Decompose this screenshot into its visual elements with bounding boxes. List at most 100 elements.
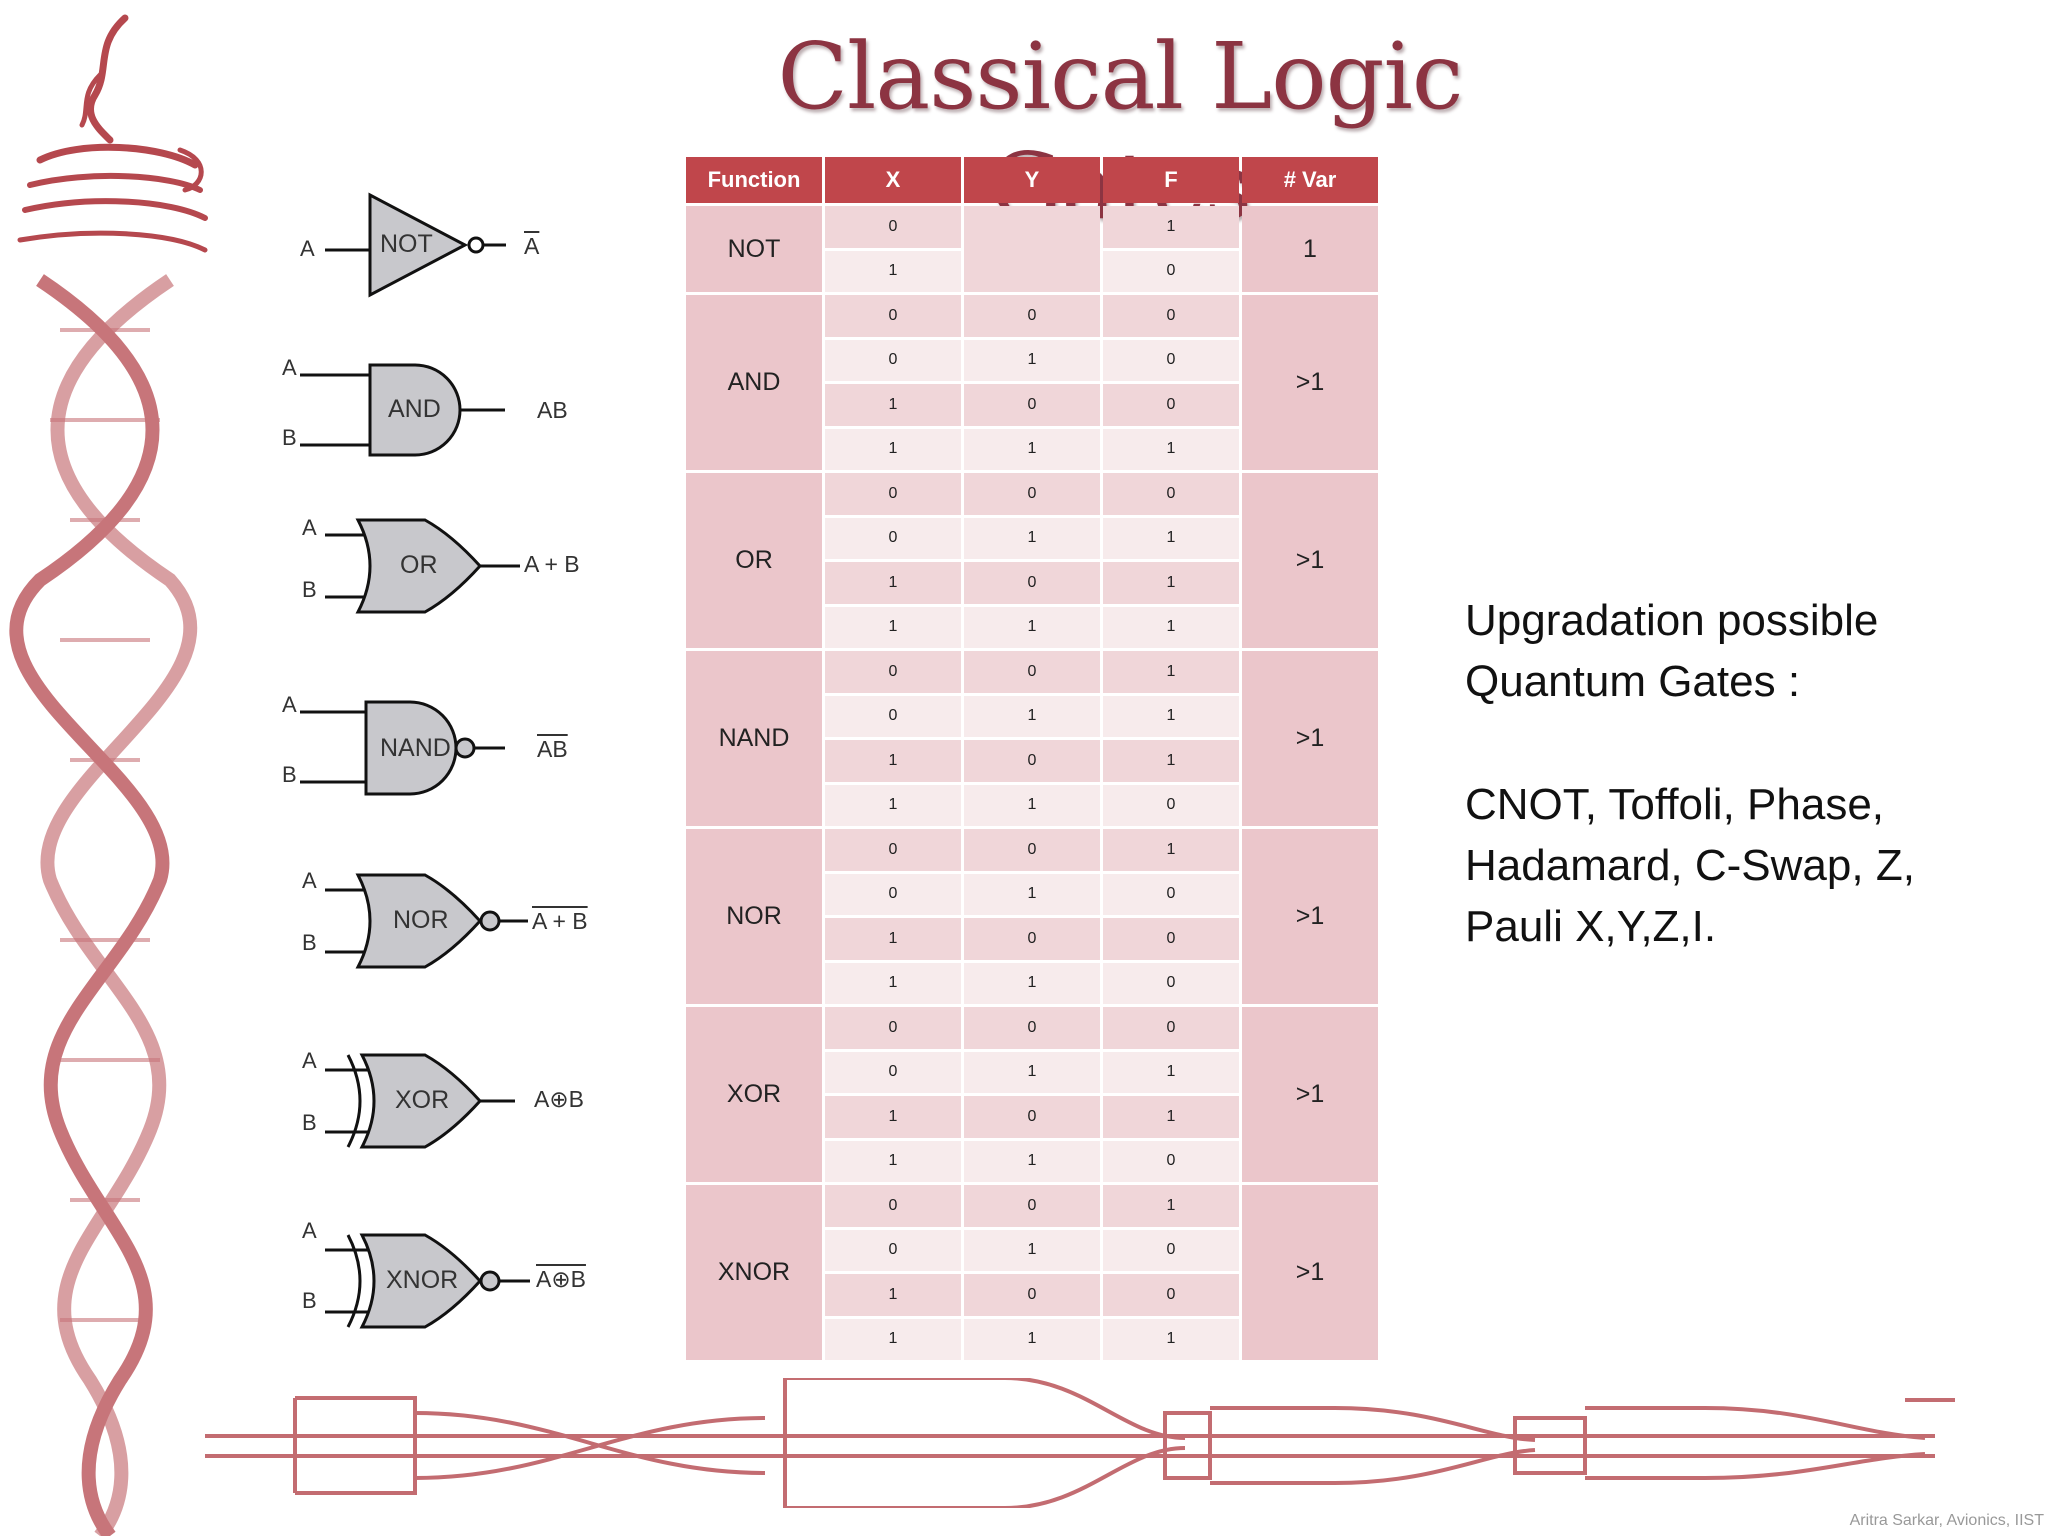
x-cell: 0 (825, 651, 961, 693)
x-cell: 1 (825, 740, 961, 782)
function-cell: AND (686, 295, 822, 470)
y-cell: 0 (964, 1096, 1100, 1138)
x-cell: 1 (825, 1318, 961, 1360)
f-cell: 1 (1103, 606, 1239, 648)
gate-input-label: B (282, 762, 297, 787)
nand-gate-icon (300, 700, 505, 796)
f-cell: 1 (1103, 517, 1239, 559)
header-x: X (825, 157, 961, 203)
gate-input-label: A (302, 1218, 317, 1243)
dna-helix (9, 274, 198, 1536)
f-cell: 0 (1103, 295, 1239, 337)
y-cell: 1 (964, 428, 1100, 470)
gate-name: OR (400, 551, 438, 579)
gate-or: A B OR A + B (270, 505, 630, 625)
f-cell: 1 (1103, 1185, 1239, 1227)
quantum-gates-note: Upgradation possible Quantum Gates : CNO… (1465, 590, 1985, 957)
header-f: F (1103, 157, 1239, 203)
note-line: Upgradation possible (1465, 596, 1879, 645)
function-cell: NOR (686, 829, 822, 1004)
x-cell: 0 (825, 473, 961, 515)
x-cell: 1 (825, 918, 961, 960)
gate-output-label: AB (537, 736, 568, 762)
and-gate-icon (300, 363, 505, 457)
java-cup-icon (17, 14, 208, 253)
gate-input-label: A (282, 692, 297, 717)
f-cell: 0 (1103, 1007, 1239, 1049)
gate-not: A NOT A (270, 180, 630, 300)
gate-input-label: B (302, 1288, 317, 1313)
gate-input-label: A (302, 515, 317, 540)
x-cell: 0 (825, 206, 961, 248)
x-cell: 0 (825, 1051, 961, 1093)
gate-output-label: AB (537, 397, 568, 423)
gate-input-label: B (302, 930, 317, 955)
circuit-band-decoration (205, 1378, 1955, 1508)
f-cell: 1 (1103, 206, 1239, 248)
gate-nand: A B NAND AB (270, 692, 630, 820)
y-cell: 0 (964, 295, 1100, 337)
var-count-cell: >1 (1242, 1185, 1378, 1360)
f-cell: 1 (1103, 1096, 1239, 1138)
xnor-gate-icon (325, 1233, 530, 1329)
f-cell: 0 (1103, 384, 1239, 426)
f-cell: 1 (1103, 1318, 1239, 1360)
y-cell: 1 (964, 1229, 1100, 1271)
y-cell: 1 (964, 606, 1100, 648)
x-cell: 0 (825, 1007, 961, 1049)
xor-gate-icon (325, 1053, 515, 1149)
x-cell: 0 (825, 873, 961, 915)
x-cell: 0 (825, 829, 961, 871)
header-var: # Var (1242, 157, 1378, 203)
y-cell: 0 (964, 829, 1100, 871)
x-cell: 0 (825, 295, 961, 337)
gate-output-label: A + B (524, 551, 580, 577)
gate-name: XOR (395, 1086, 450, 1114)
gate-and: A B AND AB (270, 345, 630, 465)
x-cell: 0 (825, 1185, 961, 1227)
gate-input-label: B (302, 577, 317, 602)
x-cell: 1 (825, 606, 961, 648)
table-header-row: Function X Y F # Var (686, 157, 1378, 203)
f-cell: 0 (1103, 473, 1239, 515)
gate-output-label: A⊕B (536, 1266, 586, 1292)
gate-nor: A B NOR A + B (270, 860, 630, 980)
header-y: Y (964, 157, 1100, 203)
y-cell: 1 (964, 962, 1100, 1004)
f-cell: 0 (1103, 784, 1239, 826)
x-cell: 1 (825, 1274, 961, 1316)
note-line: CNOT, Toffoli, Phase, (1465, 780, 1885, 829)
gate-output-label: A⊕B (534, 1086, 584, 1112)
function-cell: NAND (686, 651, 822, 826)
y-cell: 1 (964, 339, 1100, 381)
f-cell: 0 (1103, 873, 1239, 915)
gate-input-label: B (302, 1110, 317, 1135)
function-cell: NOT (686, 206, 822, 292)
var-count-cell: >1 (1242, 651, 1378, 826)
gate-input-label: A (302, 868, 317, 893)
f-cell: 1 (1103, 740, 1239, 782)
f-cell: 1 (1103, 829, 1239, 871)
gate-symbols: A NOT A A B AND AB A (270, 180, 630, 1340)
or-gate-icon (325, 518, 520, 614)
y-cell: 0 (964, 1274, 1100, 1316)
gate-name: AND (388, 395, 441, 423)
y-cell: 1 (964, 873, 1100, 915)
y-cell: 0 (964, 740, 1100, 782)
f-cell: 1 (1103, 695, 1239, 737)
f-cell: 1 (1103, 651, 1239, 693)
y-cell: 0 (964, 562, 1100, 604)
